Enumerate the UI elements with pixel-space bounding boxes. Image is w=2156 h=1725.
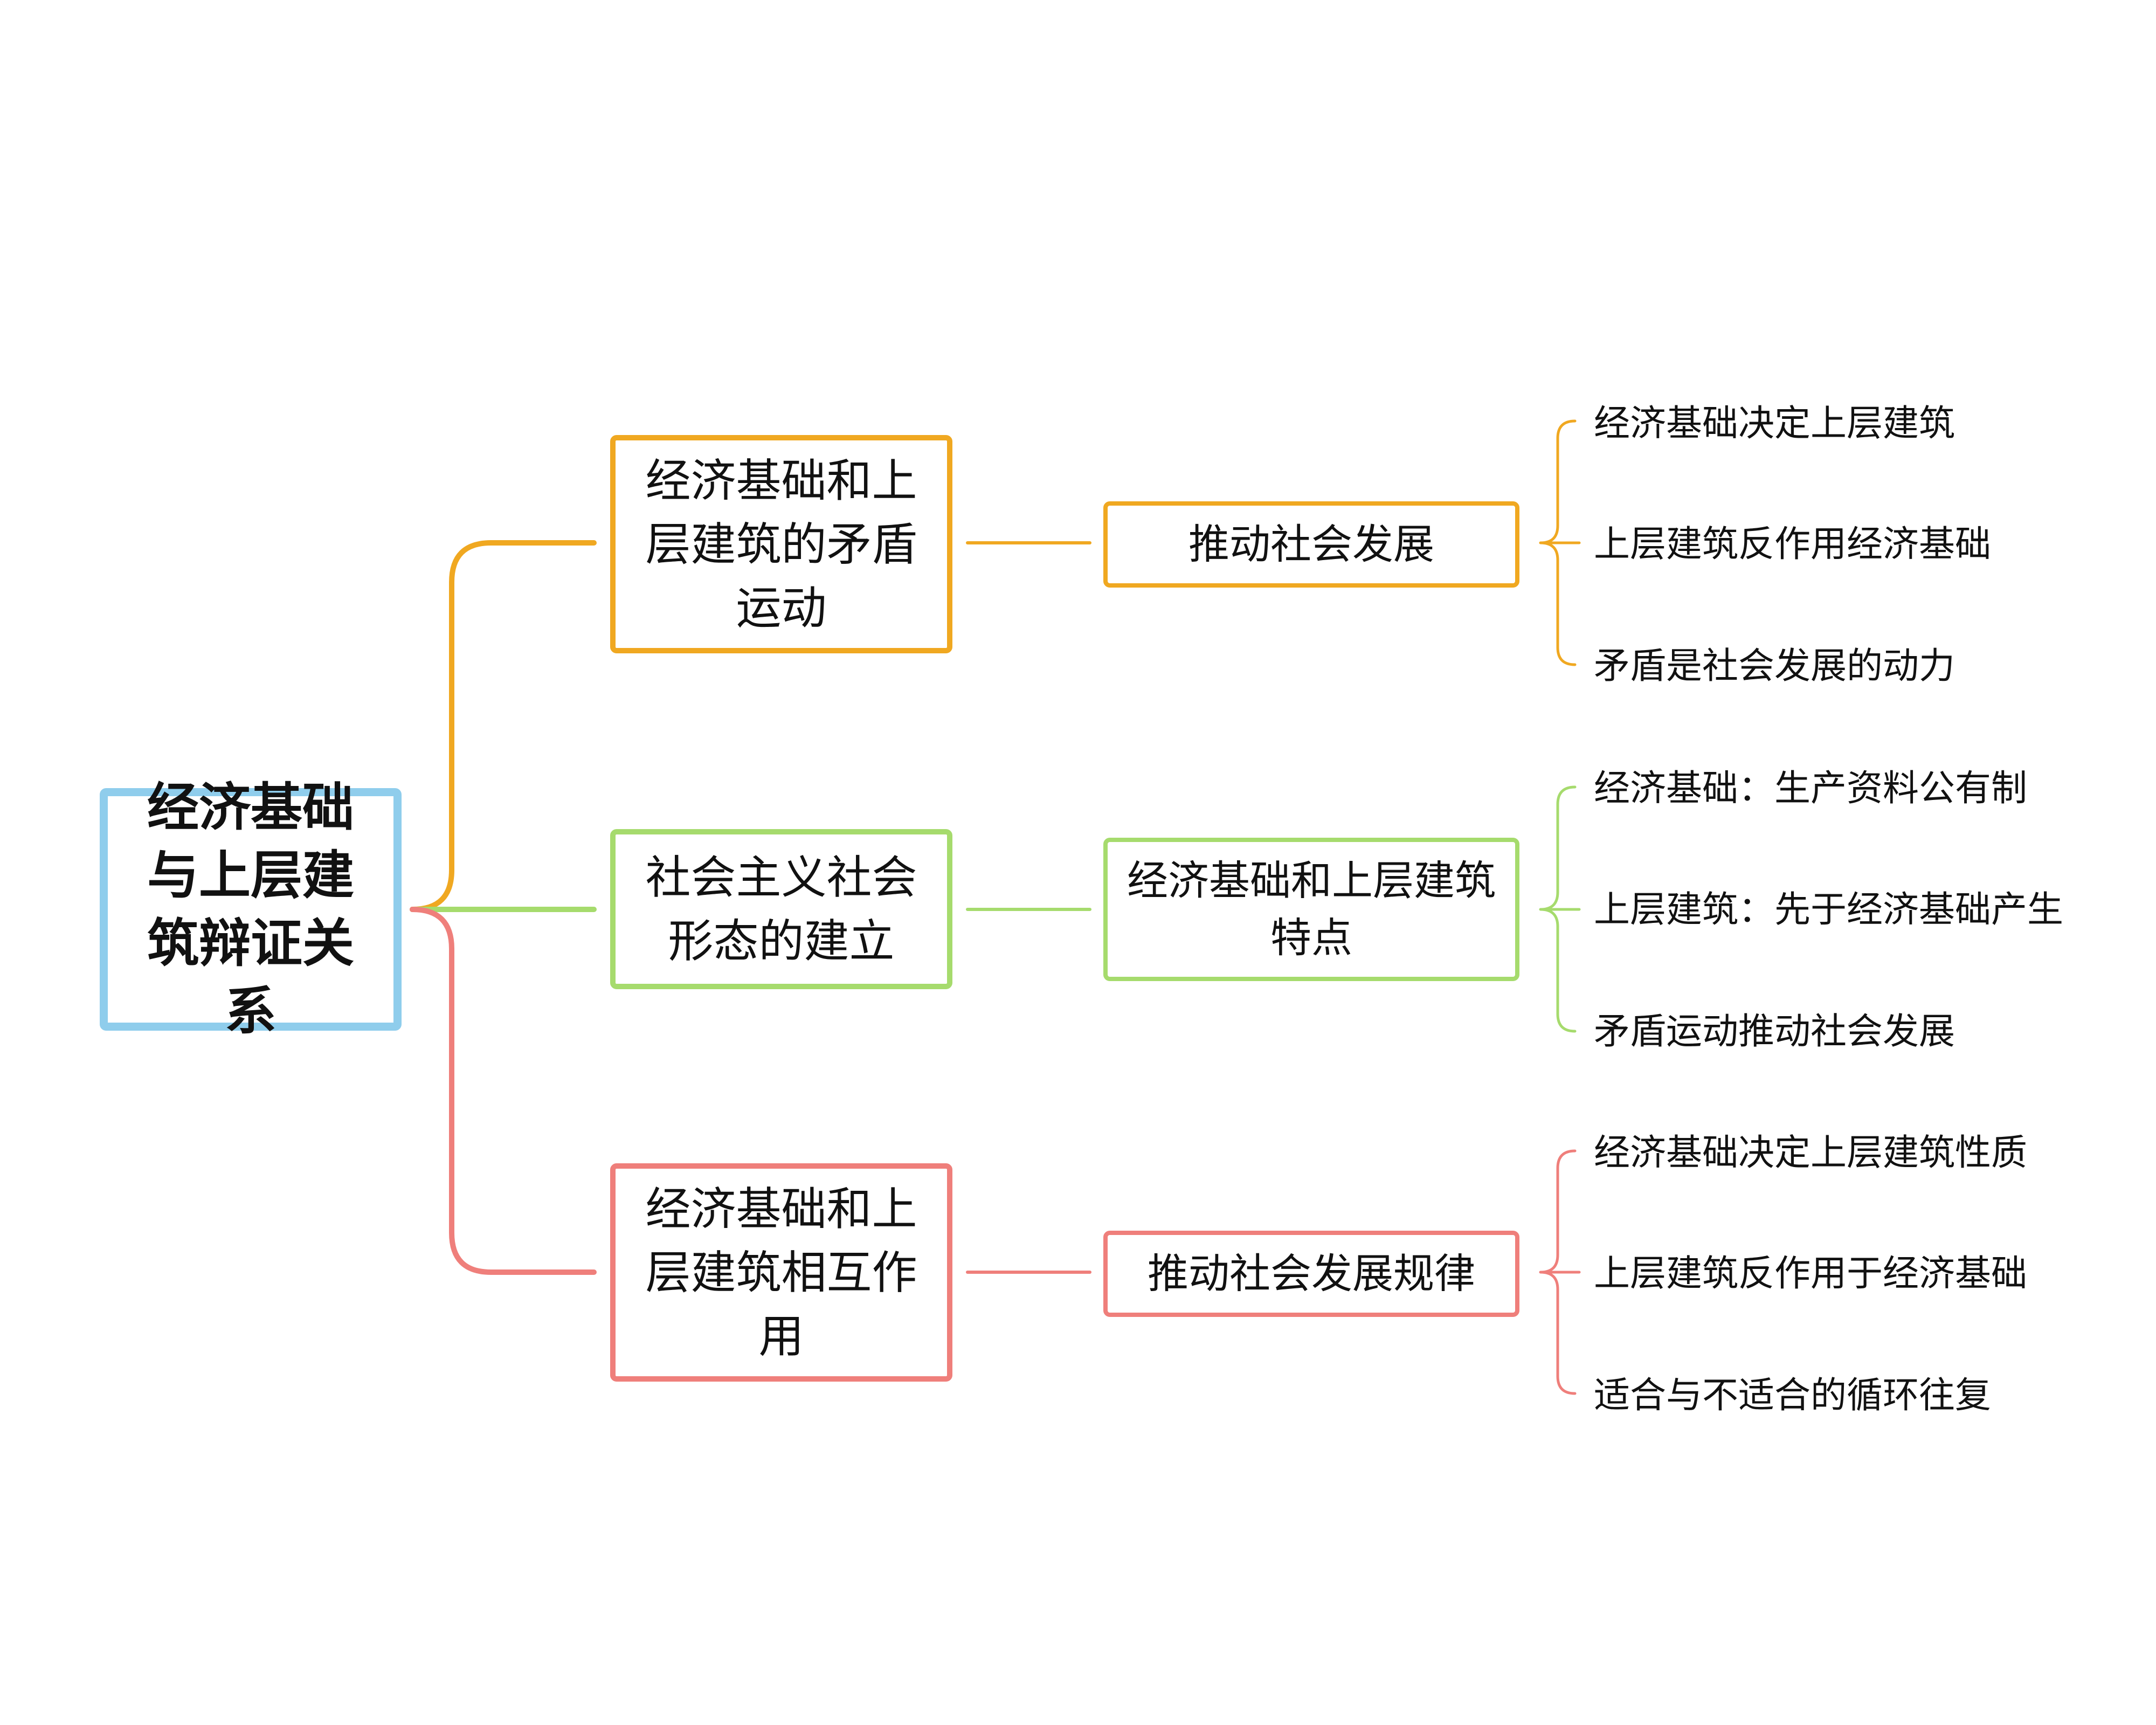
branch-1-label: 经济基础和上层建筑的矛盾运动 [645,454,917,634]
root-node: 经济基础与上层建筑辩证关系 [100,777,402,1041]
branch-3-leaf-bracket [1539,1149,1581,1395]
root-connector-branch-3 [410,907,597,1275]
branch-2-label: 社会主义社会形态的建立 [645,851,917,968]
branch-1-result-node: 推动社会发展 [1103,501,1519,588]
branch-2-leaf-3: 矛盾运动推动社会发展 [1594,1010,1955,1052]
branch-3-result-label: 推动社会发展规律 [1148,1250,1475,1298]
branch-1-node: 经济基础和上层建筑的矛盾运动 [610,435,952,653]
branch-3-result-node: 推动社会发展规律 [1103,1231,1519,1317]
branch-2-leaf-bracket [1539,785,1581,1033]
branch-1-leaf-bracket [1539,419,1581,666]
branch-2-result-node: 经济基础和上层建筑特点 [1103,838,1519,981]
branch-2-leaf-1: 经济基础：生产资料公有制 [1594,767,2027,809]
branch-2-leaf-2: 上层建筑：先于经济基础产生 [1594,888,2063,930]
branch-1-leaf-1: 经济基础决定上层建筑 [1594,402,1955,444]
branch-3-leaf-2: 上层建筑反作用于经济基础 [1594,1252,2027,1294]
branch-3-node: 经济基础和上层建筑相互作用 [610,1163,952,1382]
branch-2-result-label: 经济基础和上层建筑特点 [1127,857,1496,962]
branch-1-leaf-3: 矛盾是社会发展的动力 [1594,645,1955,687]
branch-3-leaf-3: 适合与不适合的循环往复 [1594,1374,1991,1416]
branch-3-label: 经济基础和上层建筑相互作用 [645,1182,917,1363]
branch-3-leaf-1: 经济基础决定上层建筑性质 [1594,1131,2027,1174]
root-connector-branch-1 [410,540,597,912]
branch-1-leaf-2: 上层建筑反作用经济基础 [1594,523,1991,565]
branch-2-node: 社会主义社会形态的建立 [610,829,952,989]
root-node-label: 经济基础与上层建筑辩证关系 [147,777,354,1041]
branch-1-result-label: 推动社会发展 [1188,520,1434,568]
